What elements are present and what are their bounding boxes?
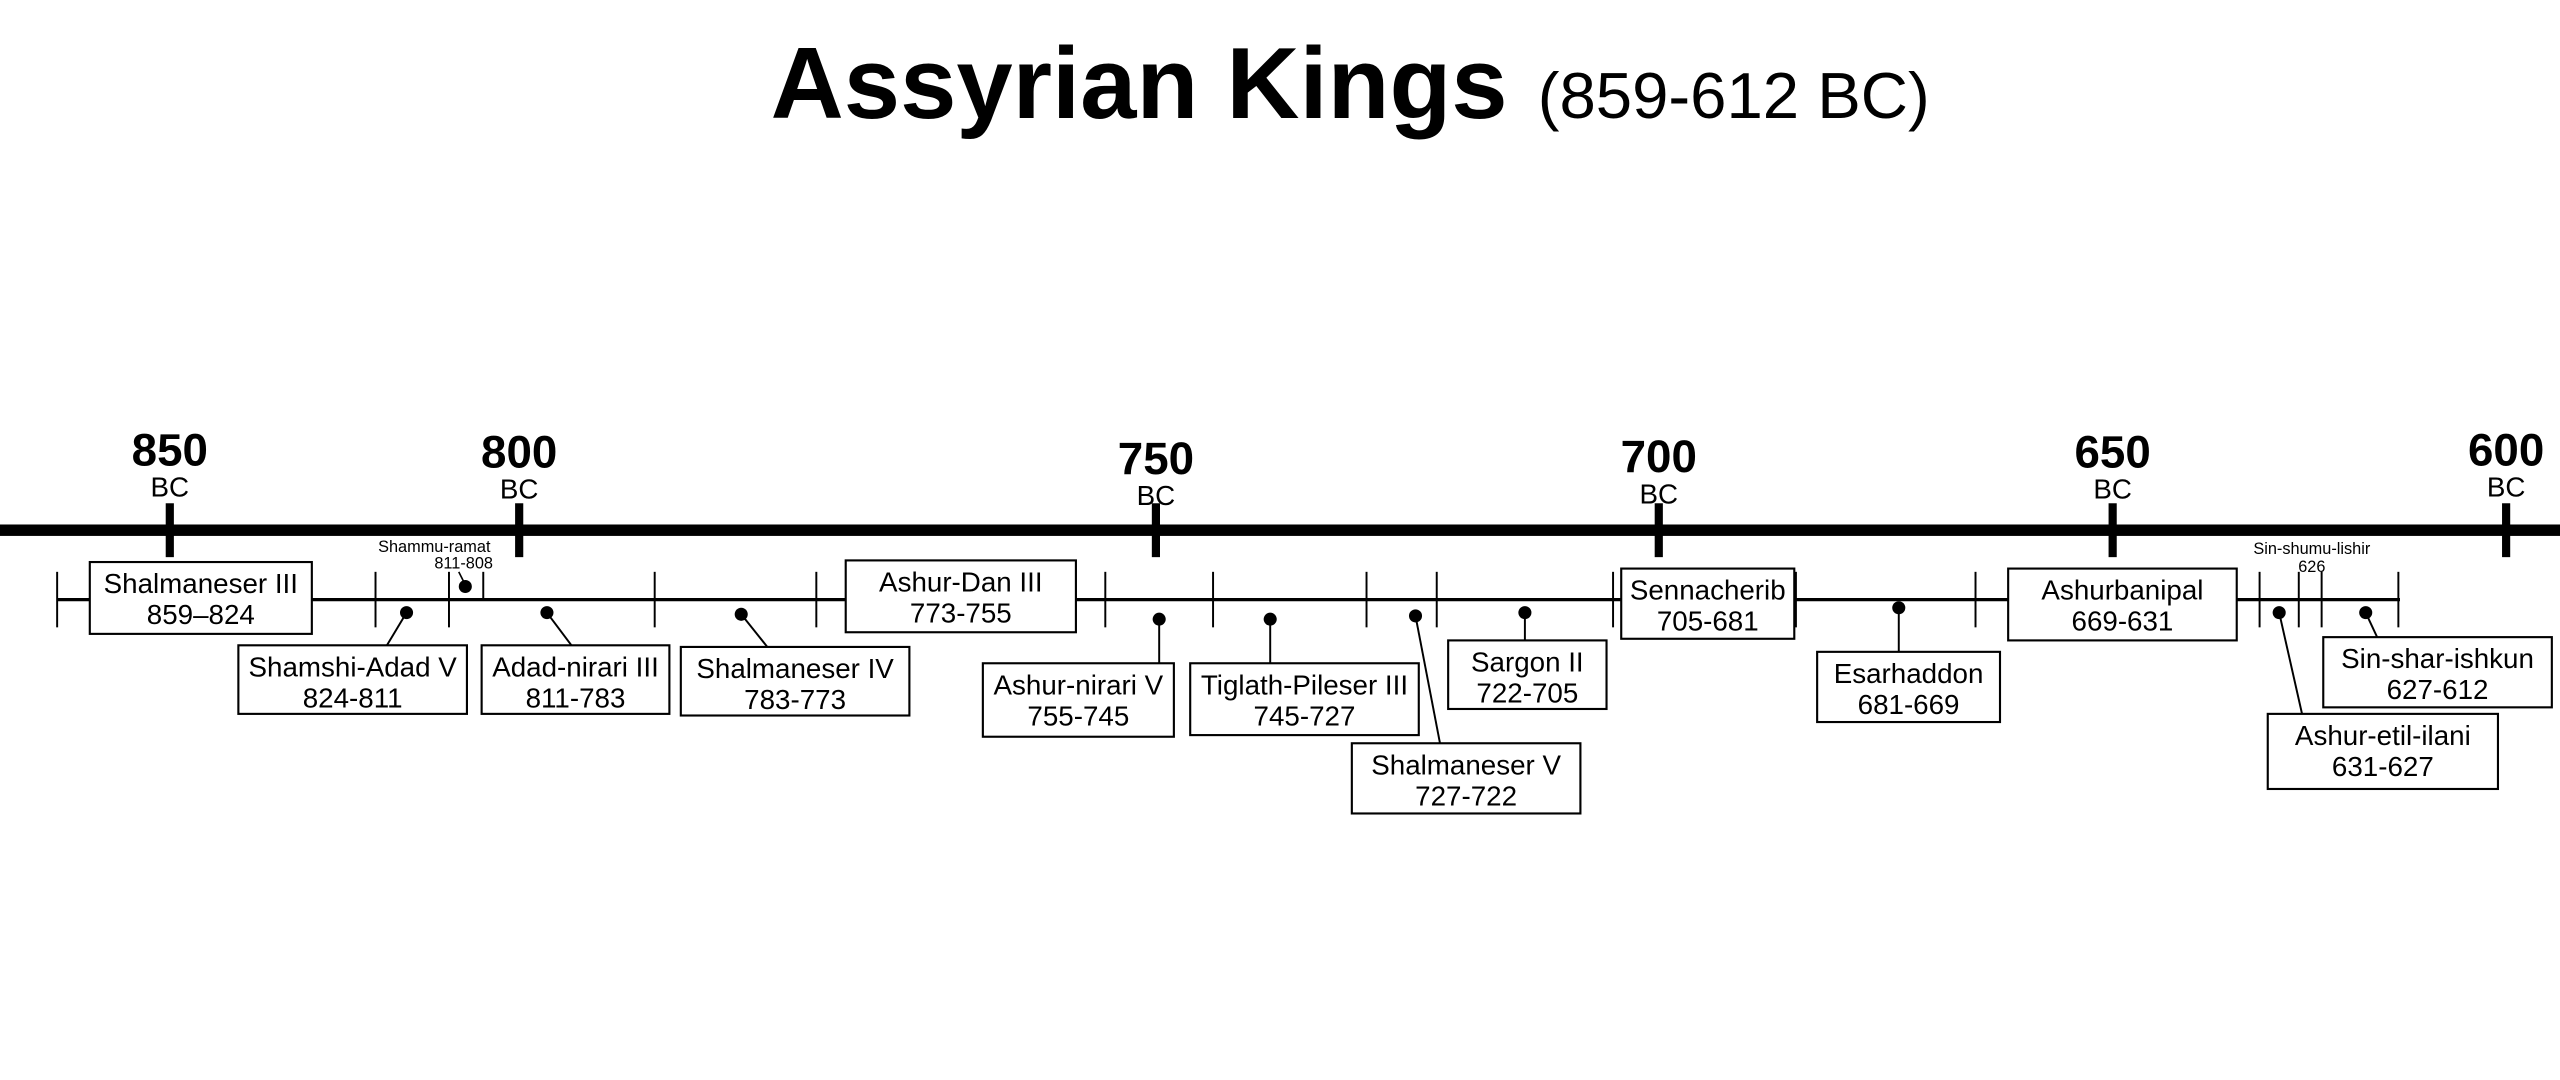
king-name: Shalmaneser III [104,568,298,599]
king-box [2322,636,2553,709]
king-name: Tiglath-Pileser III [1201,669,1408,700]
year-label: 700 [1621,431,1697,482]
king-reign: 773-755 [910,597,1012,628]
era-label: BC [151,472,190,503]
year-tick [1151,503,1160,558]
king-reign: 681-669 [1858,689,1960,720]
reign-dot [1892,601,1906,615]
connector-line [1414,615,1441,744]
king-box [1816,650,2002,724]
reign-dot [2272,606,2286,620]
year-label: 650 [2075,426,2151,477]
king-box [88,560,313,635]
king-box [480,644,671,715]
reign-dot [1263,612,1277,626]
king-name: Shalmaneser V [1371,749,1561,780]
king-name: Esarhaddon [1834,658,1984,689]
year-tick [1654,503,1663,558]
year-tick [515,503,524,558]
king-box [1189,662,1420,737]
king-reign: 631-627 [2332,751,2434,782]
era-label: BC [1639,478,1678,509]
king-name: Ashur-Dan III [879,566,1042,597]
reign-dot [1408,609,1423,623]
page-title: Assyrian Kings (859-612 BC) [771,27,1930,140]
king-name: Sennacherib [1630,575,1786,606]
minor-ruler-name: Sin-shumu-lishir [2253,540,2371,558]
king-reign: 727-722 [1415,780,1517,811]
year-label: 800 [481,426,557,477]
king-reign: 627-612 [2387,674,2489,705]
king-reign: 755-745 [1027,700,1129,731]
minor-ruler-reign: 811-808 [434,555,493,573]
king-name: Shamshi-Adad V [249,651,458,682]
year-label: 750 [1118,433,1194,484]
king-box [679,645,911,717]
year-label: 850 [132,425,208,476]
king-name: Ashurbanipal [2041,575,2203,606]
era-label: BC [2093,473,2132,504]
reign-dot [1152,612,1166,626]
king-name: Adad-nirari III [492,651,659,682]
era-label: BC [2487,472,2526,503]
connector-line [2278,612,2303,715]
reign-dot [540,606,554,620]
king-reign: 783-773 [744,684,846,715]
minor-ruler-reign: 626 [2298,558,2325,576]
king-reign: 745-727 [1254,700,1356,731]
king-reign: 824-811 [303,682,403,713]
era-label: BC [500,473,539,504]
year-tick [2108,503,2117,558]
title-main: Assyrian Kings [771,27,1508,140]
king-reign: 859–824 [147,599,255,630]
king-name: Sin-shar-ishkun [2341,643,2534,674]
king-box [2007,567,2238,642]
year-tick [2502,503,2511,558]
king-box [981,662,1175,738]
king-name: Ashur-nirari V [994,669,1164,700]
title-range: (859-612 BC) [1538,59,1930,132]
year-tick [165,503,174,558]
king-box [1350,742,1582,815]
king-reign: 811-783 [526,682,626,713]
king-reign: 669-631 [2072,606,2174,637]
king-name: Ashur-etil-ilani [2295,720,2471,751]
year-label: 600 [2468,425,2544,476]
reign-dot [1518,606,1532,620]
main-axis-line [0,524,2560,536]
minor-ruler-name: Shammu-ramat [378,538,491,556]
reign-dot [400,606,414,620]
king-box [1447,639,1608,711]
connector-line [740,613,769,648]
king-box [237,644,468,715]
king-reign: 722-705 [1476,677,1578,708]
reign-dot [734,607,748,621]
reign-dot [458,580,472,594]
king-reign: 705-681 [1657,606,1759,637]
king-box [844,559,1077,634]
king-box [1620,567,1796,640]
era-label: BC [1137,480,1176,511]
king-box [2266,712,2500,791]
connector-line [546,612,573,646]
reign-dot [2359,606,2373,620]
king-name: Sargon II [1471,646,1584,677]
king-name: Shalmaneser IV [696,653,894,684]
